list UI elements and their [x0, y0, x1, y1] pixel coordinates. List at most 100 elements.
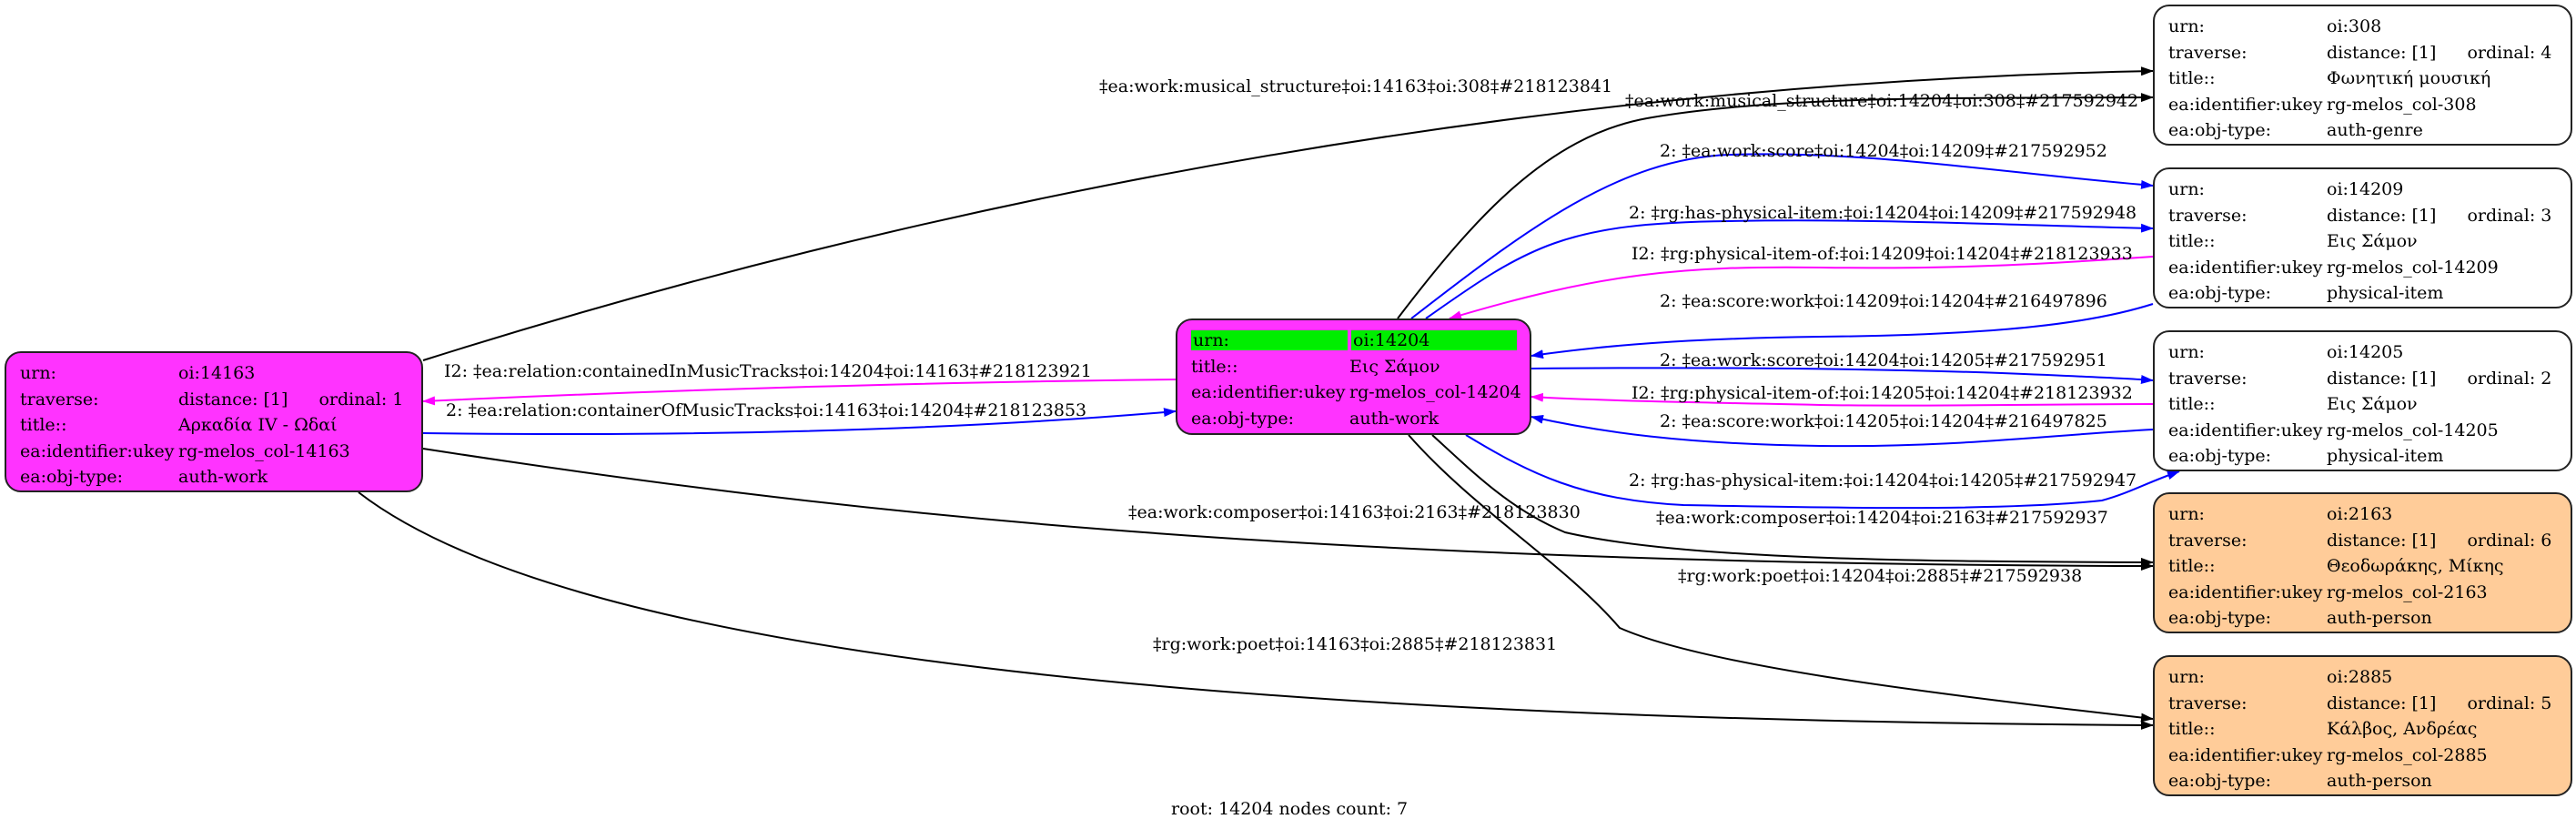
- field-value: auth-work: [1349, 408, 1440, 429]
- field-value: Εις Σάμον: [1349, 356, 1440, 377]
- field-value: auth-person: [2327, 608, 2432, 629]
- edge-label: ‡ea:work:composer‡oi:14204‡oi:2163‡#2175…: [1656, 508, 2108, 528]
- node-field-objtype: ea:obj-type:auth-person: [2168, 605, 2558, 632]
- node-field-traverse: traverse: distance: [1] ordinal: 3: [2168, 203, 2558, 229]
- node-oi-308[interactable]: urn: oi:308 traverse: distance: [1] ordinal…: [2153, 5, 2572, 146]
- node-oi-2163[interactable]: urn:oi:2163 traverse:distance: [1]ordina…: [2153, 492, 2572, 633]
- field-value: Φωνητική μουσική: [2327, 68, 2491, 89]
- field-value: auth-person: [2327, 771, 2432, 792]
- field-value: Αρκαδία IV - Ωδαί: [178, 415, 338, 436]
- node-field-urn: urn: oi:308: [2168, 14, 2558, 40]
- node-field-traverse: traverse:distance: [1]ordinal: 2: [2168, 366, 2558, 392]
- field-label: title::: [2168, 394, 2216, 415]
- field-label: traverse:: [2168, 42, 2248, 63]
- field-value: rg-melos_col-14205: [2327, 420, 2499, 440]
- edge-label: 2: ‡ea:relation:containerOfMusicTracks‡o…: [446, 400, 1087, 420]
- node-oi-14209[interactable]: urn:oi:14209 traverse:distance: [1]ordin…: [2153, 167, 2572, 308]
- field-label: ea:identifier:ukey: [2168, 744, 2323, 765]
- ordinal-value: ordinal: 3: [2467, 205, 2552, 226]
- node-field-title: title::Φωνητική μουσική: [2168, 66, 2558, 92]
- edge-14205-to-14204: [1530, 414, 2154, 448]
- field-label: ea:identifier:ukey: [1191, 382, 1346, 403]
- edge-14204-to-14163: [422, 379, 1177, 406]
- field-value: auth-genre: [2327, 120, 2423, 141]
- node-oi-2885[interactable]: urn:oi:2885 traverse:distance: [1]ordina…: [2153, 655, 2572, 796]
- edge-label: 2: ‡ea:score:work‡oi:14209‡oi:14204‡#216…: [1660, 291, 2107, 311]
- node-field-urn: urn:oi:2885: [2168, 664, 2558, 691]
- node-oi-14205[interactable]: urn:oi:14205 traverse:distance: [1]ordin…: [2153, 330, 2572, 471]
- distance-value: distance: [1]: [2327, 368, 2437, 389]
- field-label: title::: [2168, 719, 2216, 740]
- ordinal-value: ordinal: 6: [2467, 530, 2552, 551]
- edge-14163-to-2885: [358, 491, 2154, 730]
- field-label: traverse:: [2168, 368, 2248, 389]
- field-value: rg-melos_col-14163: [178, 440, 350, 461]
- field-value: Θεοδωράκης, Μίκης: [2327, 556, 2504, 577]
- field-label: traverse:: [20, 389, 99, 409]
- edge-label: I2: ‡ea:relation:containedInMusicTracks‡…: [444, 361, 1092, 381]
- edge-14163-to-308: [422, 66, 2154, 361]
- ordinal-value: ordinal: 4: [2467, 42, 2552, 63]
- node-field-objtype: ea:obj-type: physical-item: [2168, 280, 2558, 307]
- node-field-traverse: traverse:distance: [1]ordinal: 6: [2168, 528, 2558, 554]
- node-field-traverse: traverse:distance: [1]ordinal: 1: [20, 387, 409, 413]
- field-value: physical-item: [2327, 283, 2444, 304]
- edge-label: 2: ‡rg:has-physical-item:‡oi:14204‡oi:14…: [1629, 203, 2137, 223]
- distance-value: distance: [1]: [2327, 205, 2437, 226]
- edge-label: 2: ‡rg:has-physical-item:‡oi:14204‡oi:14…: [1629, 470, 2137, 490]
- node-field-title: title::Κάλβος, Ανδρέας: [2168, 716, 2558, 743]
- field-value: rg-melos_col-308: [2327, 94, 2477, 115]
- field-value: rg-melos_col-14209: [2327, 257, 2499, 278]
- node-oi-14163[interactable]: urn:oi:14163 traverse:distance: [1]ordin…: [5, 351, 423, 492]
- node-field-urn: urn:oi:14163: [20, 360, 409, 387]
- edge-14205-to-14204: [1530, 392, 2154, 407]
- node-oi-14204-root[interactable]: urn:oi:14204 title::Εις Σάμον ea:identif…: [1176, 318, 1531, 435]
- field-value: oi:2163: [2327, 504, 2393, 525]
- field-value: oi:14205: [2327, 342, 2404, 363]
- field-label: ea:obj-type:: [2168, 120, 2272, 141]
- node-field-title: title::Εις Σάμον: [1191, 354, 1517, 380]
- ordinal-value: ordinal: 1: [318, 389, 404, 409]
- node-field-objtype: ea:obj-type: physical-item: [2168, 443, 2558, 470]
- field-label: urn:: [20, 363, 56, 384]
- edge-label: ‡rg:work:poet‡oi:14204‡oi:2885‡#21759293…: [1678, 566, 2083, 586]
- field-label: traverse:: [2168, 530, 2248, 551]
- field-label: ea:identifier:ukey: [2168, 94, 2323, 115]
- edge-label: ‡ea:work:composer‡oi:14163‡oi:2163‡#2181…: [1128, 502, 1581, 522]
- edge-14209-to-14204: [1530, 303, 2154, 359]
- field-label: traverse:: [2168, 205, 2248, 226]
- edge-14204-to-14205: [1530, 367, 2154, 384]
- field-value: physical-item: [2327, 446, 2444, 467]
- field-label: urn:: [1191, 330, 1348, 351]
- field-label: urn:: [2168, 342, 2205, 363]
- edge-14204-to-308: [1397, 93, 2154, 319]
- field-label: ea:identifier:ukey: [2168, 257, 2323, 278]
- node-field-objtype: ea:obj-type: auth-genre: [2168, 117, 2558, 144]
- field-label: title::: [20, 415, 67, 436]
- field-label: ea:obj-type:: [2168, 446, 2272, 467]
- field-label: ea:obj-type:: [20, 467, 124, 488]
- graph-footer: root: 14204 nodes count: 7: [1171, 799, 1409, 819]
- field-value: oi:308: [2327, 16, 2382, 37]
- field-label: ea:obj-type:: [1191, 408, 1295, 429]
- field-value: oi:14209: [2327, 179, 2404, 200]
- field-label: urn:: [2168, 16, 2205, 37]
- node-field-objtype: ea:obj-type: auth-work: [1191, 406, 1517, 432]
- field-label: title::: [2168, 68, 2216, 89]
- field-label: title::: [1191, 356, 1238, 377]
- ordinal-value: ordinal: 5: [2467, 693, 2552, 713]
- distance-value: distance: [1]: [2327, 42, 2437, 63]
- field-label: ea:obj-type:: [2168, 283, 2272, 304]
- edge-label: ‡ea:work:musical_structure‡oi:14204‡oi:3…: [1625, 91, 2139, 111]
- field-value: oi:14204: [1351, 330, 1517, 351]
- node-field-title: title::Εις Σάμον: [2168, 391, 2558, 418]
- field-value: rg-melos_col-2163: [2327, 581, 2488, 602]
- field-label: title::: [2168, 231, 2216, 252]
- field-label: ea:identifier:ukey: [2168, 420, 2323, 440]
- field-value: auth-work: [178, 467, 268, 488]
